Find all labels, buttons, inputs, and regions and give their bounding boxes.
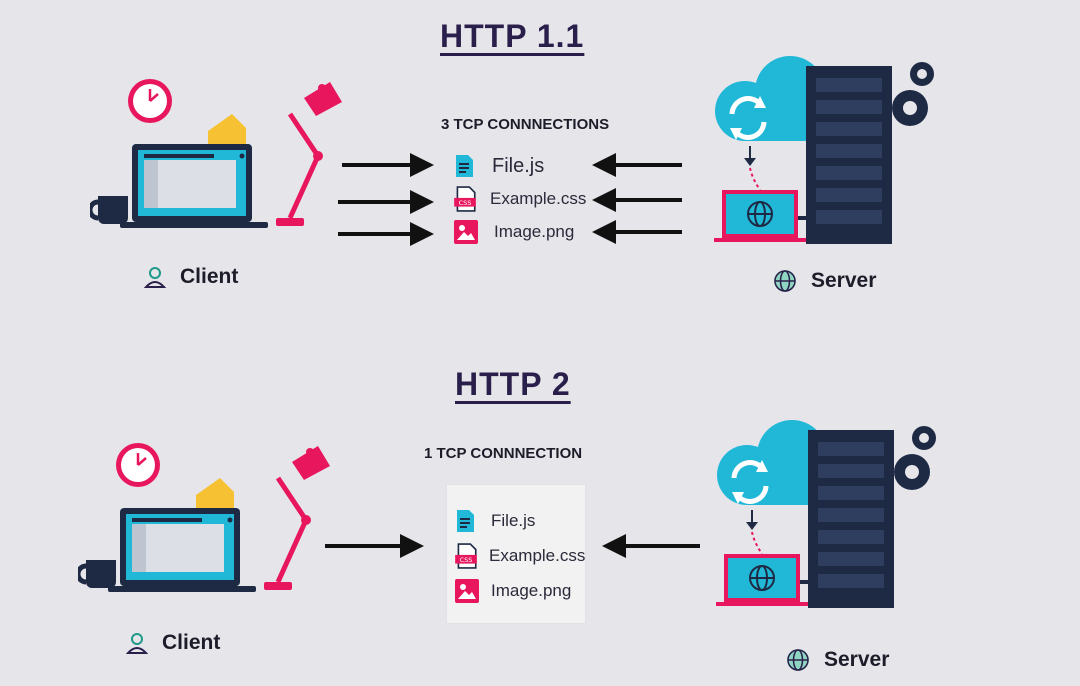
globe-icon — [786, 648, 810, 672]
css-file-icon — [454, 186, 476, 212]
user-icon — [126, 632, 148, 654]
http11-response-arrows — [592, 153, 682, 244]
http2-response-arrow — [602, 534, 700, 558]
http2-title: HTTP 2 — [455, 366, 571, 402]
http2-file-list: File.js Example.css Image.png — [455, 506, 585, 606]
file-item: Image.png — [454, 217, 586, 247]
http11-title: HTTP 1.1 — [440, 18, 585, 54]
http11-server-illustration — [710, 56, 950, 246]
file-name: File.js — [491, 511, 536, 530]
file-name: Image.png — [494, 222, 575, 241]
file-item: File.js — [454, 151, 586, 181]
css-file-icon — [455, 543, 477, 569]
http11-request-arrows — [338, 153, 434, 246]
http2-server-label: Server — [824, 648, 890, 671]
http11-file-list: File.js Example.css Image.png — [454, 151, 586, 247]
http11-client: Client — [144, 265, 238, 289]
file-name: Example.css — [489, 546, 586, 565]
http2-file-bundle: File.js Example.css Image.png — [446, 484, 586, 624]
http2-client-label: Client — [162, 631, 221, 654]
js-file-icon — [455, 508, 475, 534]
http11-client-label: Client — [180, 265, 239, 288]
http2-client: Client — [126, 631, 220, 655]
file-item: File.js — [455, 506, 585, 536]
globe-icon — [773, 269, 797, 293]
file-item: Example.css — [455, 541, 585, 571]
file-item: Image.png — [455, 576, 585, 606]
http11-connection-label: 3 TCP CONNNECTIONS — [441, 116, 610, 133]
http11-client-illustration — [90, 76, 350, 246]
http11-server: Server — [773, 269, 876, 293]
http2-request-arrow — [325, 534, 424, 558]
image-file-icon — [455, 579, 479, 603]
http2-connection-label: 1 TCP CONNNECTION — [424, 445, 583, 462]
user-icon — [144, 266, 166, 288]
http2-server: Server — [786, 648, 889, 672]
file-name: Example.css — [490, 189, 587, 208]
file-name: File.js — [492, 154, 545, 177]
http11-server-label: Server — [811, 269, 877, 292]
http2-client-illustration — [78, 440, 338, 610]
http2-server-illustration — [712, 420, 952, 610]
image-file-icon — [454, 220, 478, 244]
js-file-icon — [454, 153, 474, 179]
file-name: Image.png — [491, 581, 572, 600]
file-item: Example.css — [454, 184, 586, 214]
